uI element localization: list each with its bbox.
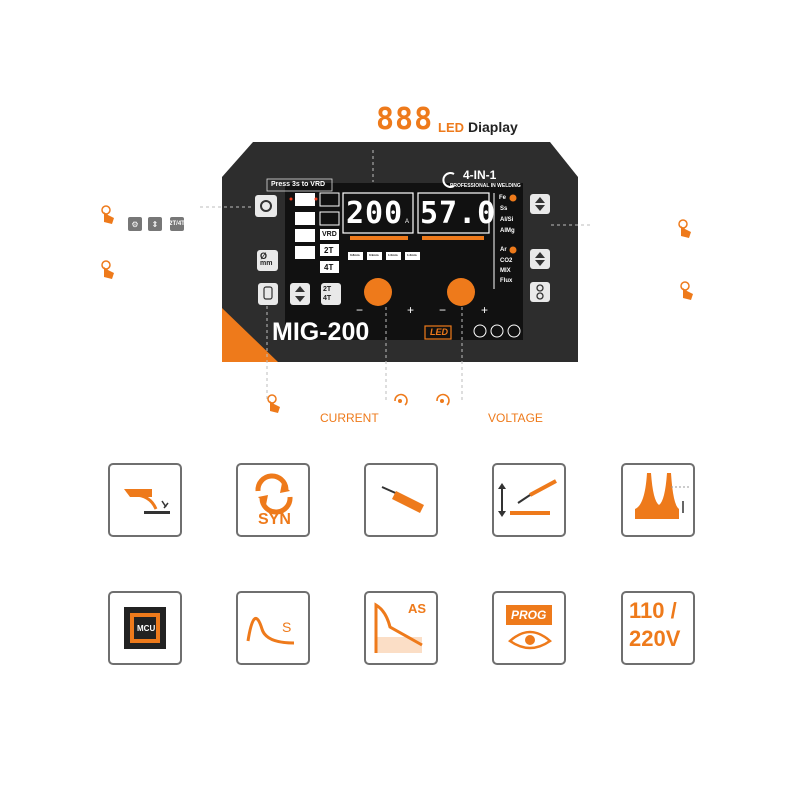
wire-size-4[interactable]: 1.2mm: [407, 253, 417, 257]
wire-size-2[interactable]: 0.9mm: [369, 253, 379, 257]
syn-label: SYN: [258, 511, 291, 528]
trigger-mode-button[interactable]: 2T 4T: [323, 286, 332, 302]
mcu-chip-icon: MCU: [108, 591, 182, 665]
synergic-icon: SYN: [236, 463, 310, 537]
gas-mix[interactable]: MIX: [500, 268, 511, 274]
soft-start-icon: S: [236, 591, 310, 665]
diameter-symbol: Ø: [260, 251, 268, 261]
rotate-knob-icon: [394, 393, 408, 406]
model-name: MIG-200: [272, 318, 370, 346]
soft-start-label: S: [282, 619, 292, 635]
mig-welding-icon: [108, 463, 182, 537]
prog-label: PROG: [511, 608, 547, 622]
voltage-220-label: 220V: [629, 626, 681, 651]
voltage-caption: VOLTAGE: [488, 411, 543, 425]
gas-ar[interactable]: Ar: [500, 247, 507, 253]
anti-stick-label: AS: [408, 601, 427, 616]
legend-updown-icon: ⇕: [148, 217, 162, 231]
brand-tagline: PROFESSIONAL IN WELDING: [450, 183, 521, 189]
rotate-knob-icon: [436, 393, 450, 406]
gas-check-button[interactable]: [258, 283, 278, 305]
voltage-knob[interactable]: [447, 278, 475, 306]
led-badge: LED: [430, 327, 448, 337]
legend-settings-icon: ⚙: [128, 217, 142, 231]
material-alsi[interactable]: Al/Si: [500, 217, 514, 223]
material-ss[interactable]: Ss: [500, 206, 508, 212]
voltage-readout: 57.0: [420, 196, 497, 231]
voltage-unit: V: [481, 219, 486, 225]
hand-press-icon: [101, 205, 114, 224]
gas-flux[interactable]: Flux: [500, 278, 513, 284]
wire-diameter-button[interactable]: [257, 250, 278, 271]
current-caption: CURRENT: [320, 411, 379, 425]
hand-press-icon: [678, 219, 691, 238]
current-knob[interactable]: [364, 278, 392, 306]
anti-stick-icon: AS: [364, 591, 438, 665]
mode-updown-button[interactable]: [290, 283, 310, 305]
program-memory-icon: PROG: [492, 591, 566, 665]
stick-electrode-holder-icon: [364, 463, 438, 537]
voltage-110-label: 110 /: [629, 598, 677, 623]
material-almg[interactable]: AlMg: [500, 228, 515, 234]
vrd-hint: Press 3s to VRD: [271, 181, 326, 188]
current-minus[interactable]: −: [356, 303, 364, 317]
voltage-plus[interactable]: +: [481, 303, 489, 317]
hand-press-icon: [267, 394, 280, 413]
legend-2t4t-icon: 2T/4T: [169, 217, 185, 231]
current-unit: A: [405, 219, 410, 225]
inductance-button[interactable]: [530, 282, 550, 302]
display-led-label: LED: [438, 120, 464, 135]
gas-updown-button[interactable]: [530, 249, 550, 269]
hand-press-icon: [101, 260, 114, 279]
wire-size-1[interactable]: 0.8mm: [350, 253, 360, 257]
mode-2t[interactable]: 2T: [324, 246, 334, 255]
diameter-unit: mm: [260, 260, 273, 267]
material-fe[interactable]: Fe: [499, 195, 507, 201]
lift-tig-icon: [492, 463, 566, 537]
current-plus[interactable]: +: [407, 303, 415, 317]
settings-button[interactable]: [255, 195, 277, 217]
dual-voltage-icon: 110 / 220V: [621, 591, 695, 665]
display-digits: 888: [376, 102, 434, 137]
brand-name: 4-IN-1: [463, 168, 497, 182]
gas-co2[interactable]: CO2: [500, 258, 513, 264]
wire-size-3[interactable]: 1.0mm: [388, 253, 398, 257]
mode-vrd[interactable]: VRD: [322, 231, 337, 238]
arc-force-icon: [621, 463, 695, 537]
display-title: Diaplay: [468, 119, 518, 135]
current-readout: 200: [346, 196, 404, 231]
hand-press-icon: [680, 281, 693, 300]
voltage-minus[interactable]: −: [439, 303, 447, 317]
mode-4t[interactable]: 4T: [324, 263, 334, 272]
material-updown-button[interactable]: [530, 194, 550, 214]
mcu-label: MCU: [137, 624, 156, 633]
